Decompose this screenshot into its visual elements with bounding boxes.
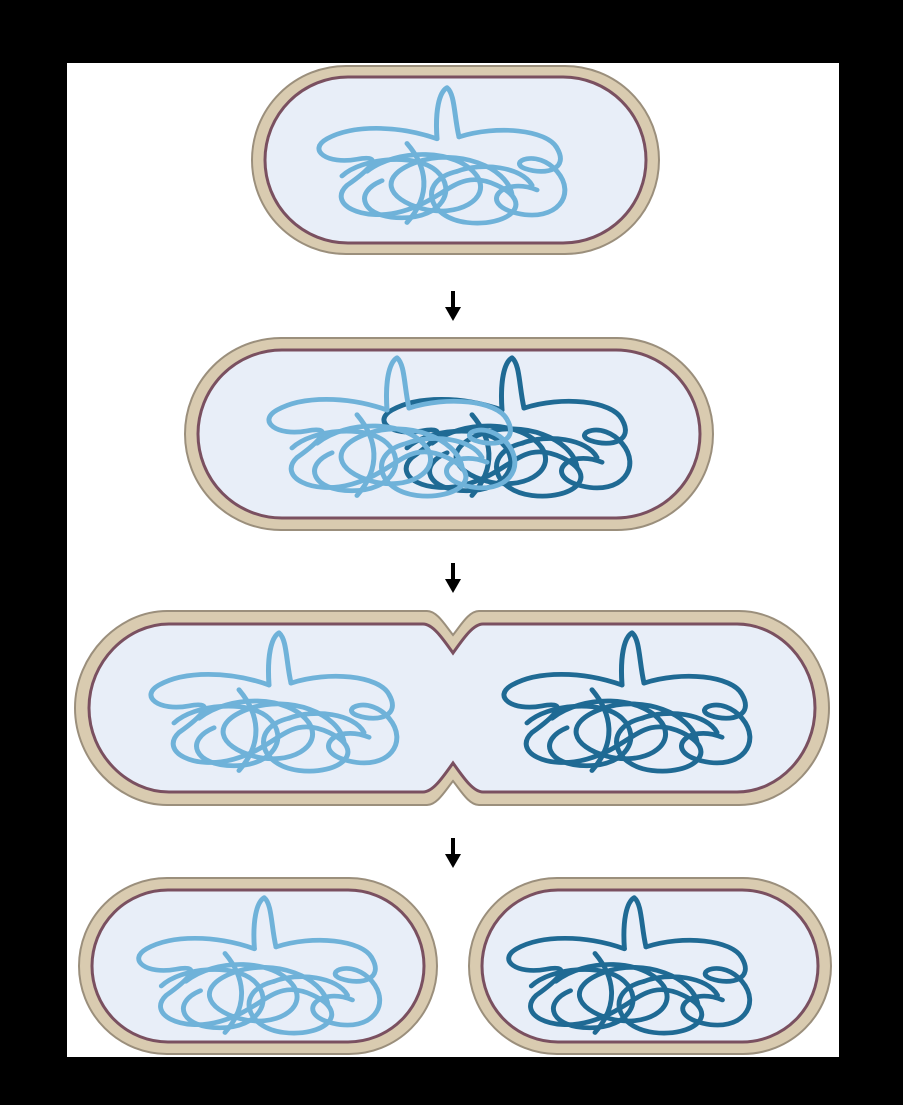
stage-1-cell [252,66,659,254]
daughter-cell-right [469,878,831,1054]
daughter-cell-left [79,878,437,1054]
diagram-panel [67,63,839,1057]
stage-3-cell [75,611,829,805]
stage-2-cell [185,338,713,530]
binary-fission-diagram [67,63,839,1057]
